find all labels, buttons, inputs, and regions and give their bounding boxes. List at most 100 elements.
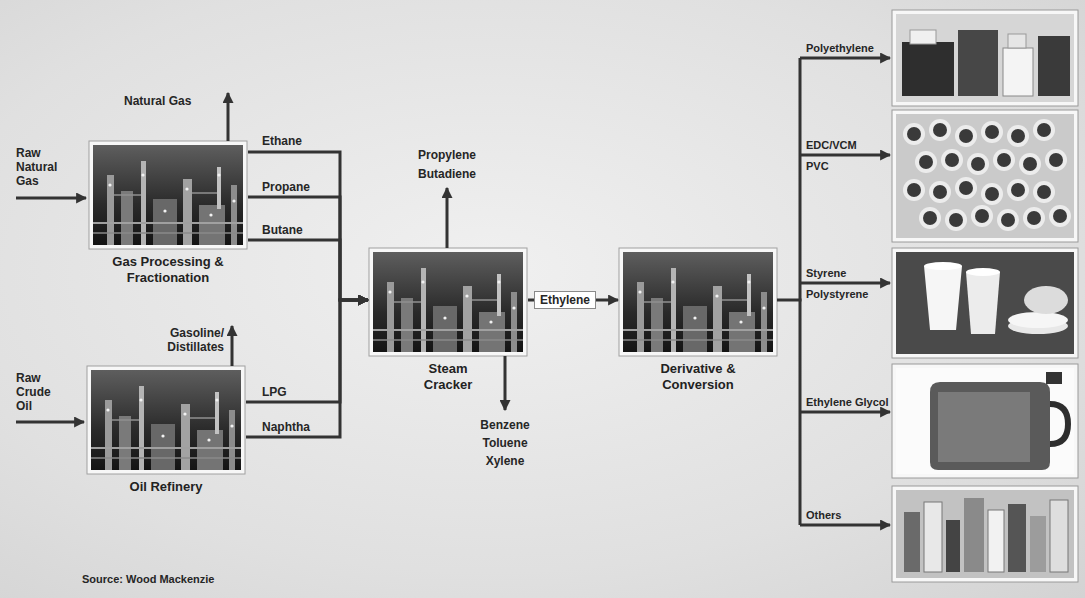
pvc-pipe-picture (967, 153, 989, 175)
plant-node: Derivative & Conversion (618, 247, 778, 397)
ethylene-glycol-picture (938, 392, 1030, 462)
node-caption-group: Derivative & Conversion (618, 361, 778, 393)
flow-arrow (504, 356, 507, 410)
pvc-pipe-picture (1019, 153, 1041, 175)
other-products-picture (892, 486, 1078, 582)
flow-label: EDC/VCM (806, 138, 857, 152)
flow-label: PVC (806, 159, 829, 173)
flow-label: Toluene (482, 436, 527, 450)
other-products-picture (946, 520, 960, 572)
other-products-picture (904, 512, 920, 572)
polystyrene-picture (892, 248, 1078, 358)
polyethylene-picture (1008, 34, 1026, 48)
cracker-picture (369, 248, 527, 356)
flow-connector (246, 300, 368, 437)
flow-arrow (800, 57, 890, 60)
polystyrene-picture (924, 262, 962, 270)
flow-arrow (231, 326, 234, 366)
pvc-pipe-picture (1007, 179, 1029, 201)
flow-arrow (16, 197, 86, 200)
feedstock-label: Propane (262, 180, 310, 194)
flow-label: Ethylene Glycol (806, 395, 889, 409)
node-caption-group: Oil Refinery (86, 479, 246, 495)
cracker-picture (369, 248, 527, 356)
pvc-pipe-picture (1023, 207, 1045, 229)
ethylene-glycol-picture (1046, 372, 1062, 384)
flow-label: Natural Gas (124, 94, 191, 108)
flow-label: Butadiene (418, 167, 476, 181)
node-caption: Steam Cracker (413, 361, 483, 393)
polystyrene-picture (1008, 312, 1068, 328)
pvc-pipe-picture (892, 110, 1078, 242)
flow-arrow (227, 93, 230, 141)
pvc-pipe-picture (919, 207, 941, 229)
node-caption-group: Steam Cracker (368, 361, 528, 393)
ethylene-glycol-picture (1050, 404, 1068, 444)
other-products-picture (892, 486, 1078, 582)
polystyrene-picture (924, 266, 962, 330)
pvc-pipe-picture (1033, 119, 1055, 141)
pvc-pipe-picture (941, 149, 963, 171)
product-tag: Ethylene (534, 291, 596, 309)
flow-label: Propylene (418, 148, 476, 162)
polystyrene-picture (892, 248, 1078, 358)
pvc-pipe-picture (955, 177, 977, 199)
flow-label: Polystyrene (806, 287, 868, 301)
polystyrene-picture (966, 272, 1000, 334)
pvc-pipe-picture (903, 179, 925, 201)
pvc-pipe-picture (981, 121, 1003, 143)
polyethylene-picture (892, 10, 1078, 106)
feedstock-label: Butane (262, 223, 303, 237)
refinery-picture (87, 366, 245, 474)
derivative-plant-picture (619, 248, 777, 356)
gas-plant-picture (89, 141, 247, 249)
pvc-pipe-picture (892, 110, 1078, 242)
flow-arrow (800, 524, 890, 527)
other-products-picture (1008, 504, 1026, 572)
flow-label: Polyethylene (806, 41, 874, 55)
refinery-picture (91, 370, 241, 470)
flow-arrow (800, 282, 890, 285)
other-products-picture (988, 510, 1004, 572)
pvc-pipe-picture (929, 119, 951, 141)
pvc-pipe-picture (896, 114, 1074, 238)
polyethylene-picture (910, 30, 936, 44)
plant-node: Steam Cracker (368, 247, 528, 397)
feedstock-label: Ethane (262, 134, 302, 148)
pvc-pipe-picture (929, 181, 951, 203)
refinery-picture (87, 366, 245, 474)
flow-label: Others (806, 508, 841, 522)
polyethylene-picture (892, 10, 1078, 106)
pvc-pipe-picture (1007, 125, 1029, 147)
node-caption: Derivative & Conversion (652, 361, 744, 393)
polyethylene-picture (1003, 48, 1033, 96)
other-products-picture (1050, 500, 1068, 572)
ethylene-glycol-picture (892, 364, 1078, 478)
cracker-picture (373, 252, 523, 352)
flow-connector (248, 152, 368, 300)
feedstock-label: LPG (262, 385, 287, 399)
pvc-pipe-picture (993, 149, 1015, 171)
flow-label: Xylene (486, 454, 525, 468)
flow-label: Gasoline/ Distillates (148, 326, 224, 354)
plant-node: Oil Refinery (86, 365, 246, 499)
flow-label: Source: Wood Mackenzie (82, 572, 214, 586)
pvc-pipe-picture (1045, 149, 1067, 171)
flow-label: Benzene (480, 418, 529, 432)
node-caption: Oil Refinery (91, 479, 241, 495)
pvc-pipe-picture (981, 183, 1003, 205)
pvc-pipe-picture (915, 151, 937, 173)
polyethylene-picture (902, 42, 954, 96)
flow-arrow (16, 421, 84, 424)
gas-plant-picture (93, 145, 243, 245)
flow-arrow (777, 299, 802, 302)
other-products-picture (896, 490, 1074, 578)
pvc-pipe-picture (903, 123, 925, 145)
flow-label: Styrene (806, 266, 846, 280)
pvc-pipe-picture (971, 205, 993, 227)
ethylene-glycol-picture (896, 368, 1074, 474)
derivative-plant-picture (619, 248, 777, 356)
flow-label: Raw Natural Gas (16, 146, 68, 188)
plant-node: Gas Processing & Fractionation (88, 140, 248, 290)
